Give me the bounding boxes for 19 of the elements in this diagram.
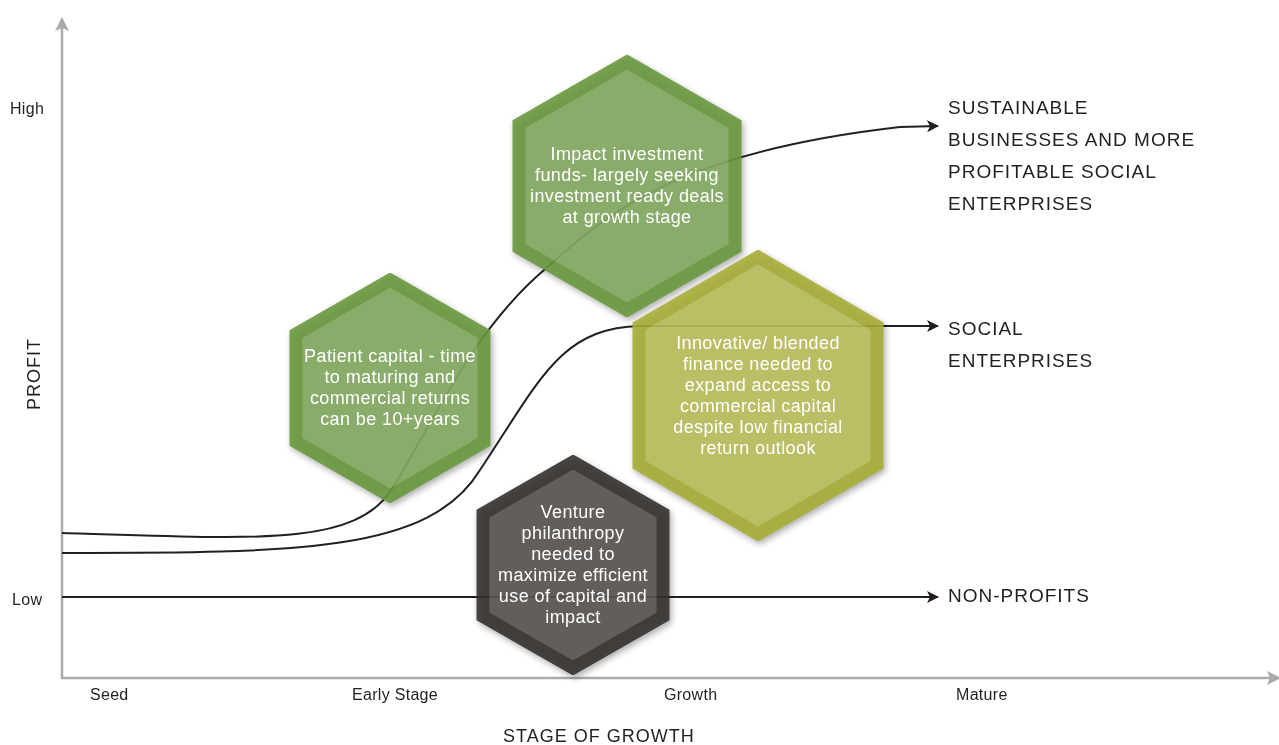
hexagon [512, 55, 742, 317]
hexagon-text: Impact investment funds- largely seeking investment ready deals at growth stage [529, 144, 725, 228]
outcome-label: NON-PROFITS [948, 580, 1148, 612]
axis-tick-label: Mature [956, 686, 1008, 704]
hexagon-text: Patient capital - time to maturing and commercial returns can be 10+years [304, 346, 476, 430]
axis-title: STAGE OF GROWTH [503, 726, 695, 745]
axis-tick-label: High [10, 100, 45, 118]
hexagon [476, 455, 670, 675]
hexagon-text: Venture philanthropy needed to maximize efficient use of capital and impact [497, 502, 649, 628]
axis-title: PROFIT [24, 338, 45, 410]
hexagon [632, 250, 884, 541]
axis-tick-label: Growth [664, 686, 718, 704]
axis-tick-label: Early Stage [352, 686, 438, 704]
axis-tick-label: Seed [90, 686, 129, 704]
outcome-label: SOCIAL ENTERPRISES [948, 313, 1108, 377]
axis-tick-label: Low [12, 591, 43, 609]
hexagon-text: Innovative/ blended finance needed to expand access to commercial capital despite low financial return outlook [672, 332, 844, 459]
outcome-label: SUSTAINABLE BUSINESSES AND MORE PROFITABLE SOCIAL ENTERPRISES [948, 92, 1198, 220]
hexagon [289, 273, 491, 503]
